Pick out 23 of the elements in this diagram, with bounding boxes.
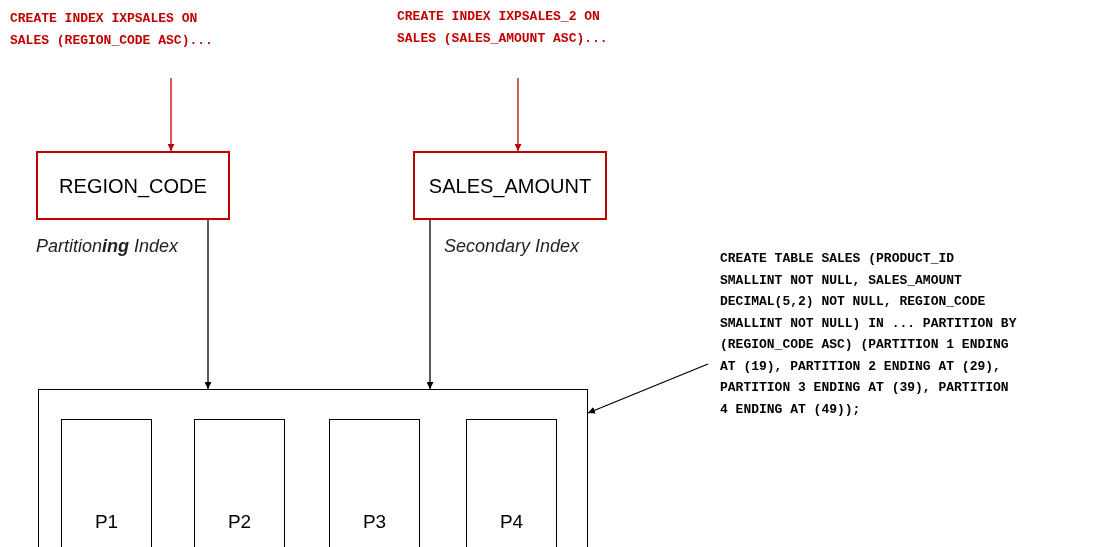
code-text: CREATE INDEX IXPSALES ON SALES (REGION_CODE ASC)... <box>10 10 214 50</box>
code-text: CREATE INDEX IXPSALES_2 ON SALES (SALES_AMOUNT ASC)... <box>397 8 609 48</box>
code-text: CREATE TABLE SALES (PRODUCT_ID SMALLINT NOT NULL, SALES_AMOUNT DECIMAL(5,2) NOT NULL, REGION_CODE SMALLINT NOT NULL) IN ... PARTITION BY (REGION_CODE ASC) (PARTITION 1 ENDING AT (19), PARTITION 2 ENDING AT (29), PARTITION 3 ENDING AT (39), PARTITION 4 ENDING AT (49)); <box>720 250 1018 419</box>
partition-label: P2 <box>227 509 252 534</box>
partition-box <box>61 419 152 547</box>
index-box <box>413 151 607 220</box>
partition-box <box>329 419 420 547</box>
partition-box <box>194 419 285 547</box>
table-box <box>38 389 588 547</box>
arrow <box>514 77 522 152</box>
arrow <box>204 219 212 390</box>
partition-label: P3 <box>362 509 387 534</box>
index-label: REGION_CODE <box>59 173 207 200</box>
index-caption: Secondary Index <box>444 235 580 258</box>
partition-box <box>466 419 557 547</box>
arrow <box>167 77 175 152</box>
index-label: SALES_AMOUNT <box>428 173 592 200</box>
index-box <box>36 151 230 220</box>
index-caption: Partitioning Index <box>36 235 179 258</box>
partition-label: P1 <box>94 509 119 534</box>
arrow <box>426 219 434 390</box>
arrow <box>587 363 709 414</box>
partition-label: P4 <box>499 509 524 534</box>
